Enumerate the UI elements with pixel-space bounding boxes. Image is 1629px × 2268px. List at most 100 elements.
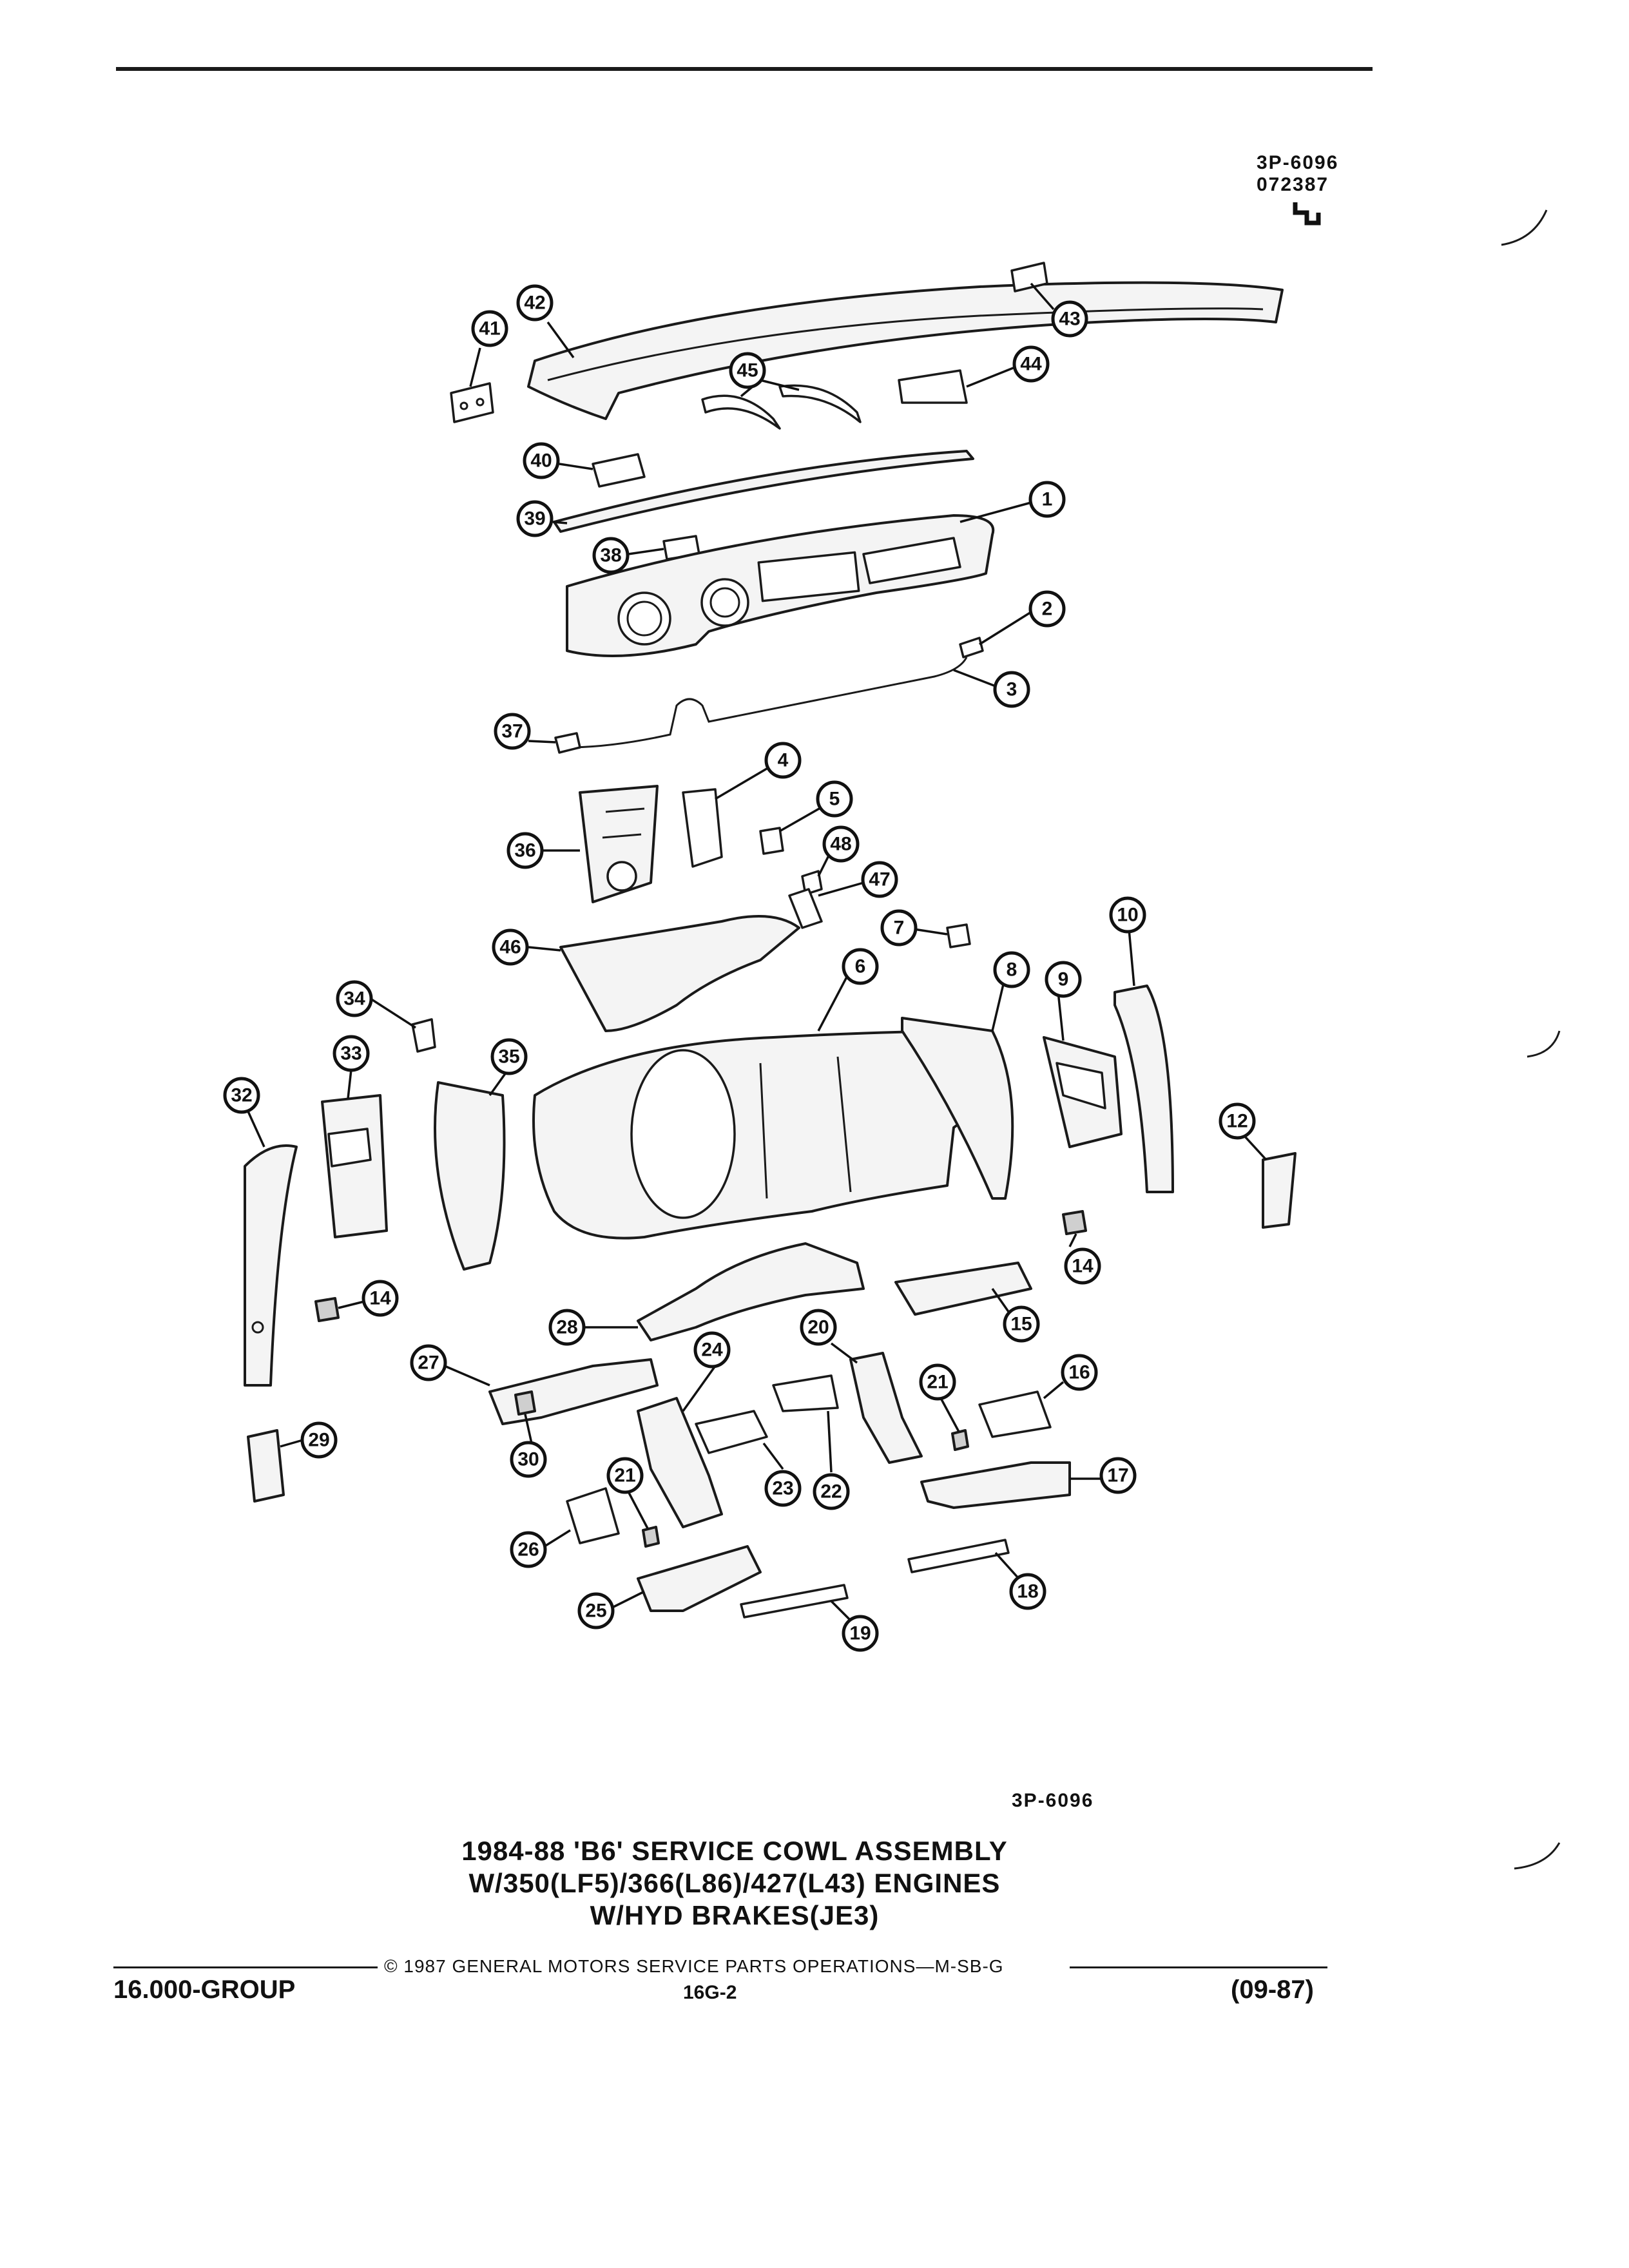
part-5-block	[759, 827, 784, 855]
top-rule	[116, 67, 1373, 71]
callout-48: 48	[822, 825, 860, 863]
callout-26-label: 26	[517, 1539, 539, 1561]
callout-33-label: 33	[340, 1043, 361, 1064]
callout-20-label: 20	[807, 1317, 829, 1338]
part-32-strip	[244, 1144, 298, 1387]
scan-mark-2	[1527, 1030, 1561, 1058]
callout-5-label: 5	[829, 789, 840, 810]
callout-8: 8	[993, 951, 1030, 988]
part-36-side-panel	[579, 785, 659, 903]
callout-17: 17	[1099, 1457, 1137, 1494]
callout-40: 40	[523, 442, 560, 479]
callout-21a: 21	[919, 1363, 956, 1401]
part-35-panel	[434, 1081, 506, 1271]
header-ref-date: 072387	[1257, 174, 1329, 195]
callout-4: 4	[764, 742, 802, 779]
title-line-3: W/HYD BRAKES(JE3)	[590, 1900, 880, 1930]
callout-6-label: 6	[855, 956, 866, 977]
scan-mark-1	[1501, 209, 1548, 246]
callout-35-label: 35	[498, 1046, 519, 1068]
callout-22-label: 22	[820, 1481, 842, 1503]
callout-19: 19	[842, 1615, 879, 1652]
callout-36-label: 36	[514, 840, 535, 861]
callout-38-label: 38	[600, 545, 621, 566]
part-19-strip	[740, 1584, 849, 1619]
callout-42: 42	[516, 284, 554, 322]
callout-41-label: 41	[479, 318, 500, 340]
corner-mark-icon	[1293, 202, 1321, 226]
callout-9-label: 9	[1058, 969, 1069, 990]
callout-7-label: 7	[894, 918, 905, 939]
callout-5: 5	[816, 780, 853, 818]
part-14-clip-right	[1062, 1210, 1087, 1235]
callout-32: 32	[223, 1077, 260, 1114]
callout-32-label: 32	[231, 1085, 252, 1106]
part-23-bracket	[695, 1410, 768, 1454]
callout-35: 35	[490, 1038, 528, 1075]
part-40-clip	[592, 453, 646, 488]
callout-40-label: 40	[530, 450, 552, 472]
part-25-tray	[637, 1545, 762, 1612]
part-15-bracket	[894, 1262, 1032, 1316]
callout-12-label: 12	[1226, 1111, 1248, 1132]
callout-21a-label: 21	[927, 1372, 948, 1393]
callout-46: 46	[492, 928, 529, 966]
callout-14a-label: 14	[369, 1288, 391, 1309]
callout-14b-label: 14	[1072, 1256, 1094, 1277]
title-line-1: 1984-88 'B6' SERVICE COWL ASSEMBLY	[461, 1836, 1008, 1866]
callout-21b-label: 21	[614, 1465, 635, 1486]
callout-25: 25	[577, 1592, 615, 1629]
callout-39: 39	[516, 500, 554, 537]
callout-10: 10	[1109, 896, 1146, 934]
callout-26: 26	[510, 1531, 547, 1568]
part-34-clip	[411, 1018, 436, 1053]
callout-47: 47	[861, 861, 898, 898]
callout-8-label: 8	[1007, 959, 1017, 981]
part-17-bracket	[920, 1461, 1071, 1509]
part-47-bracket	[788, 888, 823, 929]
figure-ref: 3P-6096	[1012, 1790, 1094, 1811]
callout-15-label: 15	[1010, 1314, 1032, 1335]
callout-15: 15	[1003, 1305, 1040, 1343]
part-29-pad	[247, 1429, 285, 1503]
callout-2: 2	[1028, 590, 1066, 628]
callout-36: 36	[506, 832, 544, 869]
callout-18: 18	[1009, 1573, 1046, 1610]
part-27-tray	[488, 1358, 659, 1425]
callout-3: 3	[993, 671, 1030, 708]
callout-28: 28	[548, 1309, 586, 1346]
callout-47-label: 47	[869, 869, 890, 890]
title-line-2: W/350(LF5)/366(L86)/427(L43) ENGINES	[468, 1868, 1001, 1898]
callout-34-label: 34	[343, 988, 365, 1010]
callout-24: 24	[693, 1331, 731, 1369]
callout-19-label: 19	[849, 1623, 871, 1644]
callout-9: 9	[1045, 961, 1082, 998]
callout-43-label: 43	[1059, 309, 1080, 330]
part-46-duct	[559, 915, 800, 1032]
callout-24-label: 24	[701, 1340, 723, 1361]
callout-27-label: 27	[418, 1352, 439, 1374]
callout-7: 7	[880, 909, 918, 947]
callout-22: 22	[813, 1473, 850, 1510]
callout-23: 23	[764, 1470, 802, 1507]
callout-1: 1	[1028, 481, 1066, 518]
callout-16-label: 16	[1068, 1362, 1090, 1383]
callout-21b: 21	[606, 1457, 644, 1494]
callout-41: 41	[471, 310, 508, 347]
part-21-clip-right	[951, 1429, 969, 1451]
figure-title: 1984-88 'B6' SERVICE COWL ASSEMBLY W/350…	[348, 1835, 1121, 1932]
part-4-bracket	[682, 788, 723, 868]
callout-20: 20	[800, 1309, 837, 1346]
part-16-bracket	[978, 1390, 1052, 1438]
footer-page-number: 16G-2	[683, 1982, 737, 2003]
callout-23-label: 23	[772, 1478, 793, 1499]
part-18-strip	[907, 1539, 1010, 1573]
callout-25-label: 25	[585, 1600, 606, 1622]
callout-43: 43	[1051, 300, 1088, 338]
callout-30: 30	[510, 1441, 547, 1478]
callout-37: 37	[494, 713, 531, 750]
callout-14b: 14	[1064, 1247, 1101, 1285]
callout-34: 34	[336, 980, 373, 1017]
part-3-rod	[566, 657, 968, 749]
